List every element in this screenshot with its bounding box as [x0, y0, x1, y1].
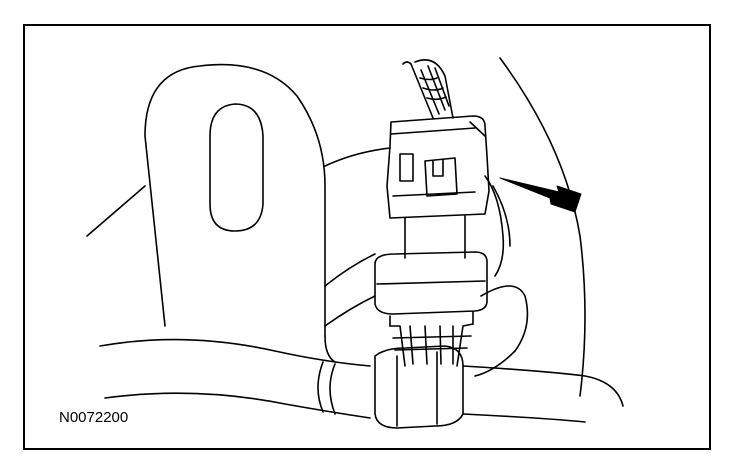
- electrical-connector: [386, 115, 511, 277]
- refrigerant-line: [99, 338, 624, 423]
- technical-illustration: [86, 57, 624, 429]
- figure-frame: N0072200: [23, 24, 711, 450]
- pressure-switch-body: [374, 215, 488, 367]
- wiring-harness: [402, 59, 454, 119]
- bracket-slot-hole: [209, 103, 264, 232]
- background-structure: [324, 57, 586, 397]
- figure-id-label: N0072200: [59, 409, 129, 426]
- callout-arrow: [499, 177, 582, 213]
- mounting-bracket: [86, 63, 336, 363]
- line-fitting: [374, 345, 464, 429]
